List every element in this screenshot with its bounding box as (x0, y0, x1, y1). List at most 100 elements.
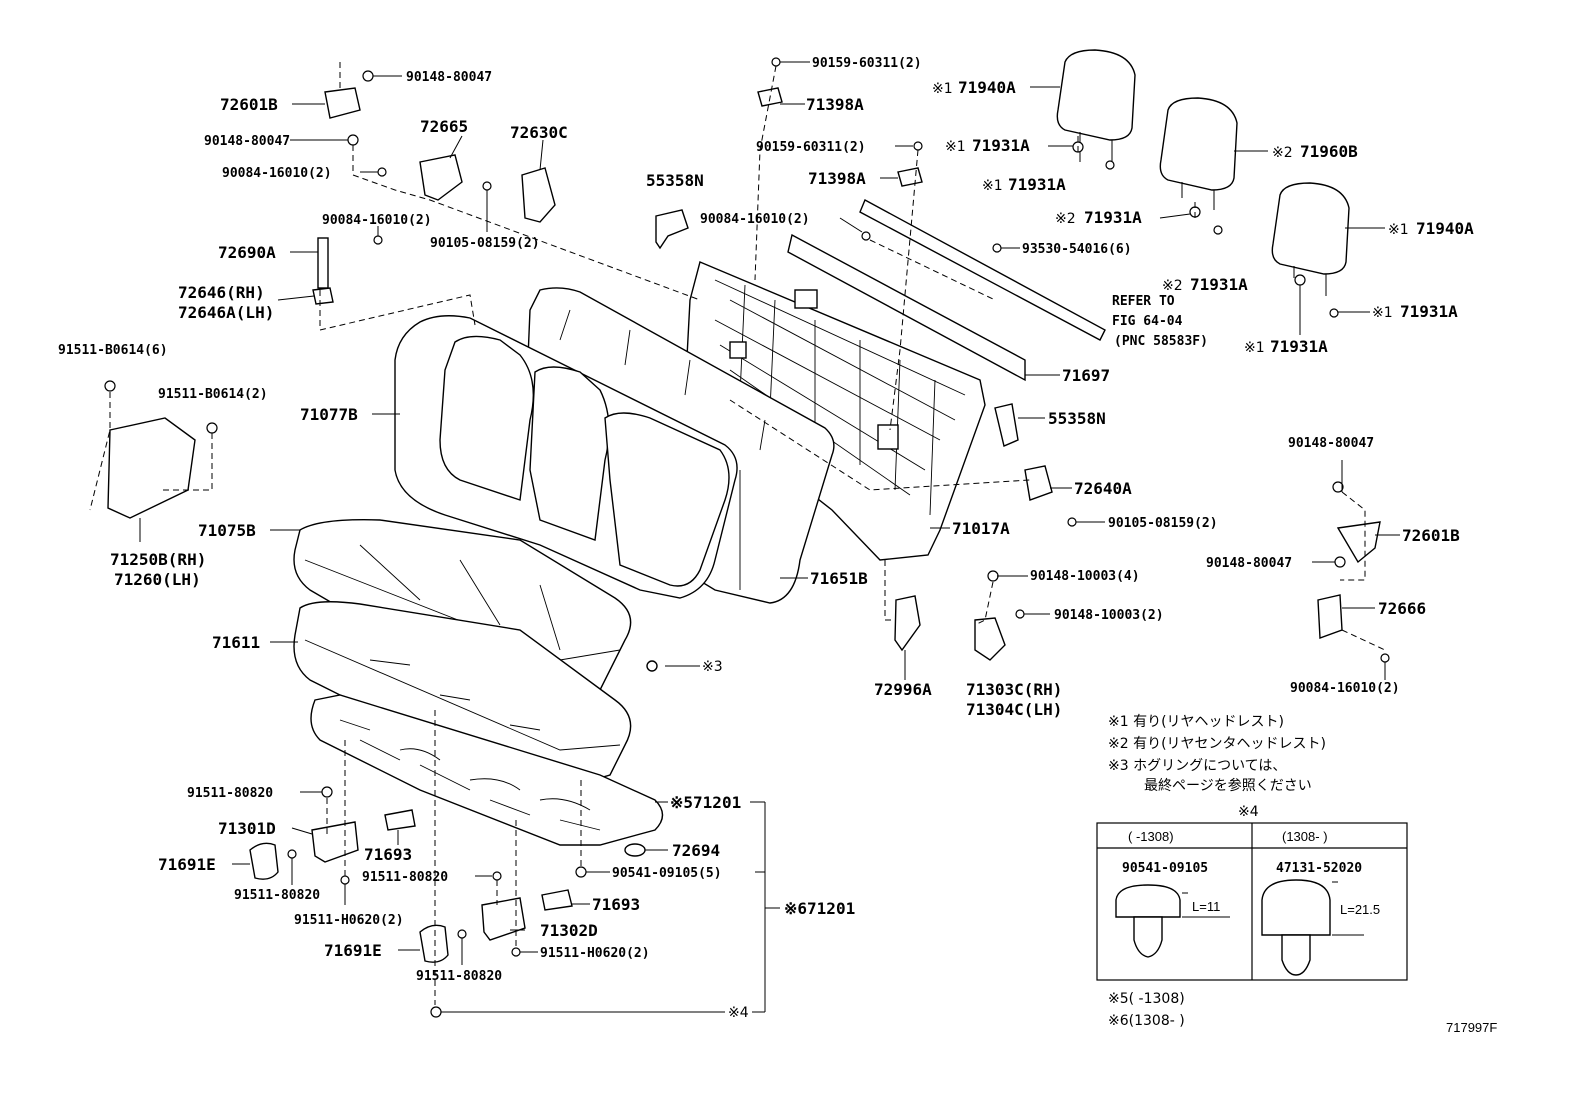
assembly-dashes (89, 62, 1386, 1005)
label-72646A-lh: 72646A(LH) (178, 303, 274, 322)
label-90084-16010: 90084-16010(2) (1290, 681, 1400, 696)
mark-2: ※2 (1055, 211, 1076, 227)
note-2: ※2 有り(リヤセンタヘッドレスト) (1108, 736, 1326, 752)
headrest-right (1271, 182, 1350, 296)
label-71931A: 71931A (1008, 175, 1066, 194)
label-90148-80047: 90148-80047 (1288, 436, 1374, 451)
table-col2-header: (1308- ) (1282, 829, 1328, 844)
label-72665: 72665 (420, 117, 468, 136)
label-91511-B0614: 91511-B0614(6) (58, 343, 168, 358)
label-90541-09105: 90541-09105(5) (612, 866, 722, 881)
label-72630C: 72630C (510, 123, 568, 142)
label-90105-08159: 90105-08159(2) (430, 236, 540, 251)
label-91511-H0620: 91511-H0620(2) (294, 913, 404, 928)
label-71931A: 71931A (1270, 337, 1328, 356)
label-71201: ※671201 (784, 899, 855, 918)
mark-1: ※1 (1372, 305, 1393, 321)
bolt-markers (104, 57, 1390, 1018)
ref4-table: ※4 ( -1308) (1308- ) 90541-09105 47131-5… (1096, 804, 1408, 981)
label-ref4: ※4 (728, 1005, 749, 1021)
label-91511-H0620: 91511-H0620(2) (540, 946, 650, 961)
fastener-long (1261, 879, 1331, 936)
mark-1: ※1 (932, 81, 953, 97)
fastener-short (1115, 884, 1181, 918)
mark-2: ※2 (1272, 145, 1293, 161)
label-71611: 71611 (212, 633, 260, 652)
label-93530-54016: 93530-54016(6) (1022, 242, 1132, 257)
label-71077B: 71077B (300, 405, 358, 424)
label-90148-80047: 90148-80047 (1206, 556, 1292, 571)
part-labels: 90148-80047 72601B 90148-80047 72665 726… (58, 56, 1474, 1021)
table-col1-part: 90541-09105 (1122, 861, 1208, 876)
mark-1: ※1 (1244, 340, 1265, 356)
label-90148-80047: 90148-80047 (406, 70, 492, 85)
label-refer-fig: FIG 64-04 (1112, 314, 1183, 329)
label-90084-16010: 90084-16010(2) (700, 212, 810, 227)
label-72640A: 72640A (1074, 479, 1132, 498)
label-91511-B0614: 91511-B0614(2) (158, 387, 268, 402)
label-71940A: 71940A (958, 78, 1016, 97)
label-71301D: 71301D (218, 819, 276, 838)
label-90159-60311: 90159-60311(2) (756, 140, 866, 155)
label-72646-rh: 72646(RH) (178, 283, 265, 302)
seat-cushion-pad (293, 601, 632, 786)
label-72690A: 72690A (218, 243, 276, 262)
table-col1-length: L=11 (1192, 899, 1220, 914)
mark-2: ※2 (1162, 278, 1183, 294)
label-91511-80820: 91511-80820 (416, 969, 502, 984)
label-71931A: 71931A (972, 136, 1030, 155)
label-71691E: 71691E (158, 855, 216, 874)
label-91511-80820: 91511-80820 (187, 786, 273, 801)
label-90084-16010: 90084-16010(2) (322, 213, 432, 228)
label-72666: 72666 (1378, 599, 1426, 618)
label-90148-10003: 90148-10003(2) (1054, 608, 1164, 623)
small-parts (107, 87, 1381, 963)
label-71651B: 71651B (810, 569, 868, 588)
label-71693: 71693 (592, 895, 640, 914)
label-72694: 72694 (672, 841, 720, 860)
figure-id: 717997F (1446, 1020, 1497, 1035)
table-title: ※4 (1238, 804, 1259, 820)
note-3-cont: 最終ページを参照ください (1144, 777, 1312, 794)
note-6: ※6(1308- ) (1108, 1013, 1185, 1029)
label-ref3: ※3 (702, 659, 723, 675)
mark-1: ※1 (982, 178, 1003, 194)
label-71304C-lh: 71304C(LH) (966, 700, 1062, 719)
label-71302D: 71302D (540, 921, 598, 940)
label-71960B: 71960B (1300, 142, 1358, 161)
mark-1: ※1 (945, 139, 966, 155)
headrest-left (1056, 49, 1136, 168)
table-col2-part: 47131-52020 (1276, 861, 1362, 876)
label-refer-pnc: (PNC 58583F) (1114, 334, 1208, 349)
label-72601B: 72601B (220, 95, 278, 114)
label-71940A: 71940A (1416, 219, 1474, 238)
notes: ※1 有り(リヤヘッドレスト) ※2 有り(リヤセンタヘッドレスト) ※3 ホグ… (1108, 714, 1326, 1029)
label-71303C-rh: 71303C(RH) (966, 680, 1062, 699)
label-refer-to: REFER TO (1112, 294, 1175, 309)
label-71017A: 71017A (952, 519, 1010, 538)
label-71398A: 71398A (806, 95, 864, 114)
label-90084-16010: 90084-16010(2) (222, 166, 332, 181)
note-3: ※3 ホグリングについては、 (1108, 758, 1286, 774)
label-71398A: 71398A (808, 169, 866, 188)
note-5: ※5( -1308) (1108, 991, 1185, 1007)
label-72996A: 72996A (874, 680, 932, 699)
label-71931A: 71931A (1190, 275, 1248, 294)
seatback-frame (684, 261, 986, 561)
label-72601B: 72601B (1402, 526, 1460, 545)
table-col1-header: ( -1308) (1128, 829, 1174, 844)
label-71250B-rh: 71250B(RH) (110, 550, 206, 569)
mark-1: ※1 (1388, 222, 1409, 238)
label-71693: 71693 (364, 845, 412, 864)
label-90105-08159: 90105-08159(2) (1108, 516, 1218, 531)
label-91511-80820: 91511-80820 (234, 888, 320, 903)
label-90148-80047: 90148-80047 (204, 134, 290, 149)
headrest-center (1159, 97, 1238, 210)
label-71931A: 71931A (1084, 208, 1142, 227)
label-71697: 71697 (1062, 366, 1110, 385)
label-71075B: 71075B (198, 521, 256, 540)
label-71691E: 71691E (324, 941, 382, 960)
label-71931A: 71931A (1400, 302, 1458, 321)
label-55358N: 55358N (646, 171, 704, 190)
